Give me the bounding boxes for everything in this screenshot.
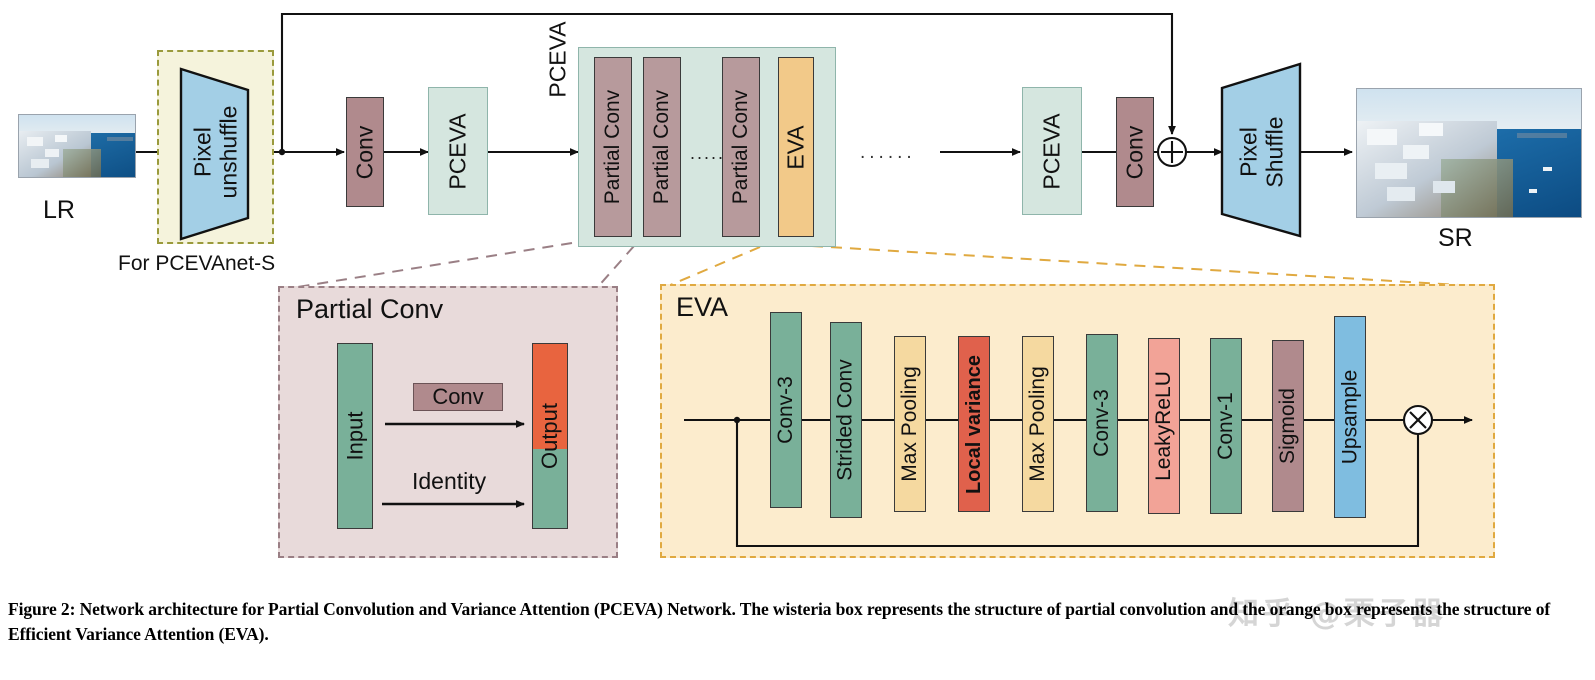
eva-stage-label: Conv-1 bbox=[1214, 392, 1238, 460]
eva-stage-sigmoid: Sigmoid bbox=[1272, 340, 1304, 512]
lr-image bbox=[18, 114, 136, 178]
eva-stage-max-pooling-a: Max Pooling bbox=[894, 336, 926, 512]
callout-partial-conv bbox=[284, 242, 635, 290]
pceva-net-s-note: For PCEVAnet-S bbox=[118, 252, 276, 275]
partial-conv-conv-chip: Conv bbox=[413, 383, 503, 411]
eva-stage-label: Strided Conv bbox=[834, 359, 857, 481]
eva-stage-label: Conv-3 bbox=[774, 376, 798, 444]
eva-stage-label: Max Pooling bbox=[1026, 366, 1049, 482]
lr-label: LR bbox=[43, 196, 75, 224]
eva-stage-leakyrelu: LeakyReLU bbox=[1148, 338, 1180, 514]
eva-stage-local-variance: Local variance bbox=[958, 336, 990, 512]
partial-conv-detail-title: Partial Conv bbox=[296, 294, 444, 324]
conv-block-1: Conv bbox=[346, 97, 384, 207]
eva-stage-label: LeakyReLU bbox=[1152, 371, 1176, 481]
eva-stage-upsample: Upsample bbox=[1334, 316, 1366, 518]
eva-stage-label: Local variance bbox=[962, 354, 985, 494]
eva-block: EVA bbox=[778, 57, 814, 237]
partial-conv-3: Partial Conv bbox=[722, 57, 760, 237]
eva-stage-label: Max Pooling bbox=[898, 366, 921, 482]
eva-stage-label: Sigmoid bbox=[1276, 388, 1299, 464]
eva-stage-max-pooling-b: Max Pooling bbox=[1022, 336, 1054, 512]
eva-stage-strided-conv: Strided Conv bbox=[830, 322, 862, 518]
partial-conv-1: Partial Conv bbox=[594, 57, 632, 237]
eva-stage-label: Upsample bbox=[1338, 369, 1362, 465]
partial-conv-2: Partial Conv bbox=[643, 57, 681, 237]
multiply-node bbox=[1402, 404, 1434, 436]
callout-eva bbox=[667, 245, 1493, 288]
pceva-inner-ellipsis: ...... bbox=[690, 143, 733, 163]
pipeline-ellipsis: ...... bbox=[860, 142, 916, 163]
eva-stage-conv-3-b: Conv-3 bbox=[1086, 334, 1118, 512]
eva-stage-label: Conv-3 bbox=[1090, 389, 1114, 457]
addition-node bbox=[1156, 136, 1188, 168]
pceva-block-1: PCEVA bbox=[428, 87, 488, 215]
eva-stage-conv-1: Conv-1 bbox=[1210, 338, 1242, 514]
sr-image bbox=[1356, 88, 1582, 218]
pceva-block-last: PCEVA bbox=[1022, 87, 1082, 215]
conv-block-2: Conv bbox=[1116, 97, 1154, 207]
figure-caption: Figure 2: Network architecture for Parti… bbox=[8, 599, 1551, 644]
partial-conv-identity-label: Identity bbox=[412, 468, 487, 494]
partial-conv-conv-label: Conv bbox=[432, 384, 484, 409]
partial-conv-output-bar: Output bbox=[532, 343, 568, 529]
sr-label: SR bbox=[1438, 224, 1473, 252]
partial-conv-input-bar: Input bbox=[337, 343, 373, 529]
eva-detail-title: EVA bbox=[676, 292, 729, 322]
eva-stage-conv-3-a: Conv-3 bbox=[770, 312, 802, 508]
